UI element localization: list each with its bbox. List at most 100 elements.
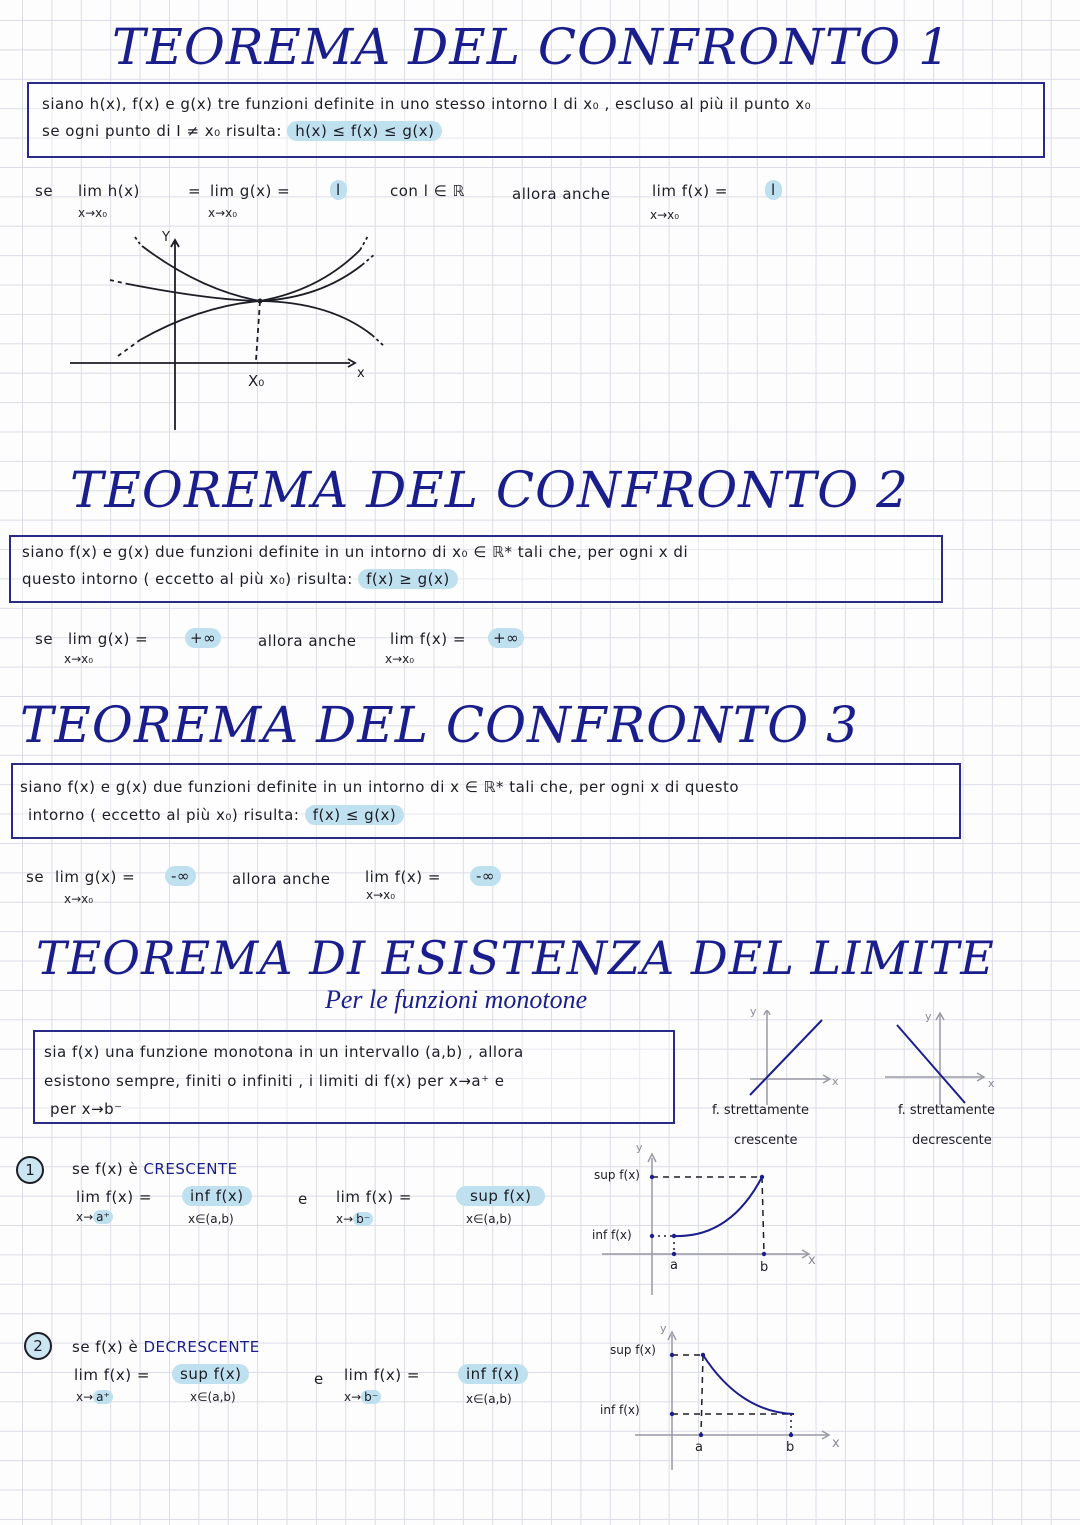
increasing-mini-graph [749, 1010, 832, 1105]
case2-graph-y-label: y [660, 1322, 667, 1335]
case2-conj: e [314, 1370, 324, 1388]
case1-graph-inf-label: inf f(x) [592, 1228, 632, 1242]
section4-box-line1: sia f(x) una funzione monotona in un int… [44, 1043, 524, 1061]
case1-conj: e [298, 1190, 308, 1208]
case2-heading: se f(x) è DECRESCENTE [72, 1338, 260, 1356]
section4-statement-box [33, 1030, 675, 1124]
case2-val-right: inf f(x) [458, 1364, 528, 1384]
section3-box-line1: siano f(x) e g(x) due funzioni definite … [20, 778, 740, 796]
section1-allora: allora anche [512, 185, 611, 203]
case1-val-left: inf f(x) [182, 1186, 252, 1206]
section2-val2: +∞ [488, 628, 525, 648]
section3-val1: -∞ [165, 866, 196, 886]
section3-lim-g: lim g(x) = [55, 868, 136, 886]
squeeze-graph-x0-label: X₀ [248, 372, 265, 390]
case1-heading-prefix: se f(x) è [72, 1160, 139, 1178]
section2-hypothesis-box [9, 535, 943, 603]
case1-val-right-sub: x∈(a,b) [466, 1212, 512, 1226]
case1-graph-y-label: y [636, 1141, 643, 1154]
case2-lim-right: lim f(x) = [344, 1366, 420, 1384]
case2-heading-prefix: se f(x) è [72, 1338, 139, 1356]
section3-lim-g-sub: x→x₀ [64, 892, 94, 906]
section3-allora: allora anche [232, 870, 331, 888]
section2-lim-g-sub: x→x₀ [64, 652, 94, 666]
section2-lim-f: lim f(x) = [390, 630, 466, 648]
section2-lim-g: lim g(x) = [68, 630, 149, 648]
case2-graph-b-label: b [786, 1440, 795, 1455]
decreasing-mini-graph-y-label: y [925, 1010, 932, 1023]
squeeze-graph [70, 235, 386, 430]
case1-val-left-sub: x∈(a,b) [188, 1212, 234, 1226]
section2-box-line2: questo intorno ( eccetto al più x₀) risu… [22, 569, 458, 589]
section1-lim-h-sub: x→x₀ [78, 206, 108, 220]
case1-lim-right: lim f(x) = [336, 1188, 412, 1206]
section3-val2: -∞ [470, 866, 501, 886]
section1-con: con l ∈ ℝ [390, 182, 465, 200]
case2-heading-keyword: DECRESCENTE [143, 1338, 260, 1356]
section3-hypothesis-box [11, 763, 961, 839]
increasing-mini-graph-y-label: y [750, 1005, 757, 1018]
section1-stmt-se: se [35, 182, 54, 200]
section4-box-line2: esistono sempre, finiti o infiniti , i l… [44, 1072, 505, 1090]
section3-stmt-se: se [26, 868, 45, 886]
case2-val-right-sub: x∈(a,b) [466, 1392, 512, 1406]
section1-hypothesis-box [27, 82, 1045, 158]
decreasing-caption-line1: f. strettamente [898, 1103, 995, 1118]
section3-lim-f: lim f(x) = [365, 868, 441, 886]
case2-lim-right-sub: x→b⁻ [344, 1390, 382, 1404]
section4-subtitle: Per le funzioni monotone [325, 985, 588, 1014]
case1-lim-left-sub-hl: a⁺ [93, 1210, 113, 1224]
case2-lim-right-sub-prefix: x→ [344, 1390, 362, 1404]
case1-number: 1 [25, 1161, 35, 1179]
section1-lim-g-sub: x→x₀ [208, 206, 238, 220]
case2-lim-left-sub: x→a⁺ [76, 1390, 113, 1404]
case2-number-badge: 2 [24, 1332, 52, 1360]
section1-box-line2-prefix: se ogni punto di I ≠ x₀ risulta: [42, 122, 282, 140]
case1-graph-a-label: a [670, 1258, 678, 1273]
case2-lim-left: lim f(x) = [74, 1366, 150, 1384]
case2-lim-left-sub-prefix: x→ [76, 1390, 94, 1404]
case2-val-left: sup f(x) [172, 1364, 250, 1384]
section2-box-line2-prefix: questo intorno ( eccetto al più x₀) risu… [22, 570, 353, 588]
section3-box-line2: intorno ( eccetto al più x₀) risulta: f(… [28, 805, 405, 825]
section2-box-line1: siano f(x) e g(x) due funzioni definite … [22, 543, 689, 561]
increasing-caption-line1: f. strettamente [712, 1103, 809, 1118]
case2-lim-left-sub-hl: a⁺ [93, 1390, 113, 1404]
section2-inequality-highlight: f(x) ≥ g(x) [358, 569, 458, 589]
case1-graph-sup-label: sup f(x) [594, 1168, 640, 1182]
squeeze-graph-y-label: Y [162, 230, 170, 245]
section2-stmt-se: se [35, 630, 54, 648]
case2-number: 2 [33, 1337, 43, 1355]
section1-lim-h: lim h(x) [78, 182, 140, 200]
case1-lim-left-sub: x→a⁺ [76, 1210, 113, 1224]
section1-lim-g: lim g(x) = [210, 182, 291, 200]
case1-val-right: sup f(x) [456, 1186, 546, 1206]
squeeze-graph-x-label: x [357, 366, 365, 381]
case2-graph-a-label: a [695, 1440, 703, 1455]
case1-graph-x-label: x [808, 1253, 816, 1268]
case1-lim-right-sub: x→b⁻ [336, 1212, 374, 1226]
section1-box-line2: se ogni punto di I ≠ x₀ risulta: h(x) ≤ … [42, 121, 443, 141]
increasing-mini-graph-x-label: x [832, 1075, 839, 1088]
case1-lim-left: lim f(x) = [76, 1188, 152, 1206]
decreasing-mini-graph-x-label: x [988, 1077, 995, 1090]
section1-title: TEOREMA DEL CONFRONTO 1 [112, 18, 951, 76]
case2-graph-inf-label: inf f(x) [600, 1403, 640, 1417]
case1-graph-b-label: b [760, 1260, 769, 1275]
section3-inequality-highlight: f(x) ≤ g(x) [304, 805, 405, 825]
section1-eq: = [188, 182, 202, 200]
decreasing-caption-line2: decrescente [912, 1133, 992, 1148]
section1-lim-f-sub: x→x₀ [650, 208, 680, 222]
section3-lim-f-sub: x→x₀ [366, 888, 396, 902]
case2-decreasing-graph [635, 1330, 831, 1470]
case1-lim-right-sub-prefix: x→ [336, 1212, 354, 1226]
case2-lim-right-sub-hl: b⁻ [361, 1390, 382, 1404]
section2-lim-f-sub: x→x₀ [385, 652, 415, 666]
section2-allora: allora anche [258, 632, 357, 650]
case2-graph-x-label: x [832, 1436, 840, 1451]
case1-heading-keyword: CRESCENTE [143, 1160, 238, 1178]
section2-title: TEOREMA DEL CONFRONTO 2 [70, 461, 909, 519]
section1-limit-l-1: l [330, 180, 347, 200]
case1-number-badge: 1 [16, 1156, 44, 1184]
section4-title: TEOREMA DI ESISTENZA DEL LIMITE [36, 931, 995, 985]
